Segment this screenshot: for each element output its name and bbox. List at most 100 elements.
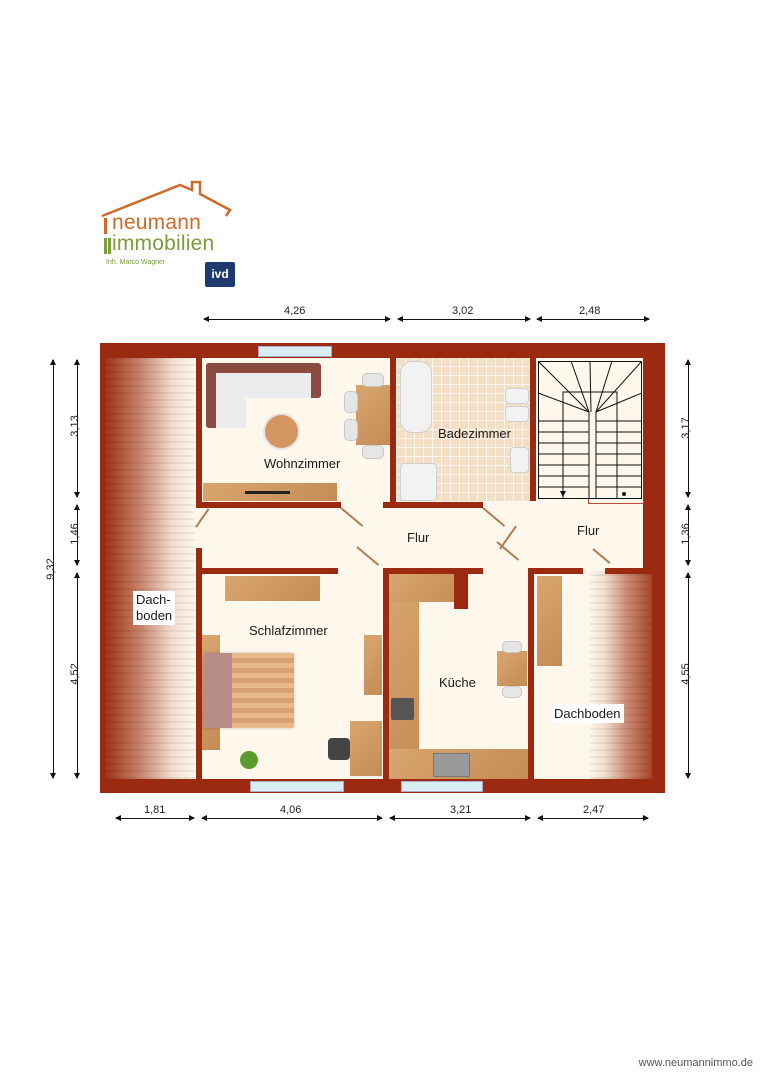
dimension-left-2: 1,46 — [69, 523, 81, 545]
room-label-line: boden — [136, 608, 173, 623]
dimension-line — [397, 316, 531, 322]
office-chair — [328, 738, 350, 760]
dimension-line — [203, 316, 391, 322]
roof-slope-left — [100, 343, 195, 793]
dimension-right-3: 4,55 — [680, 663, 692, 685]
door-dachboden-right[interactable] — [592, 548, 611, 564]
dimension-line — [74, 504, 80, 566]
chair — [502, 686, 522, 698]
wall-schlafzimmer-left — [196, 548, 202, 783]
dimension-bottom-2: 4,06 — [280, 804, 302, 816]
stove — [391, 698, 414, 720]
dimension-right-2: 1,36 — [680, 523, 692, 545]
wall-bad-stair — [530, 353, 536, 501]
shower — [400, 463, 437, 501]
window-kueche — [401, 781, 483, 792]
wall-flur-dachboden — [528, 568, 583, 574]
chair — [344, 419, 358, 441]
logo-owner: Inh. Marco Wagner — [106, 259, 166, 266]
kitchen-counter-left — [389, 574, 419, 779]
staircase — [537, 360, 643, 500]
cabinet — [537, 576, 562, 666]
window-wohnzimmer — [258, 346, 332, 357]
wall-bad-flur — [383, 502, 483, 508]
bathtub — [400, 361, 432, 433]
wall-schlaf-kueche — [383, 571, 389, 781]
dimension-left-3: 4,52 — [69, 663, 81, 685]
toilet — [505, 406, 529, 422]
coffee-table — [263, 413, 300, 450]
tv — [245, 491, 290, 494]
room-label-line: Dach- — [136, 592, 171, 607]
chair — [362, 445, 384, 459]
plant — [240, 751, 258, 769]
dimension-line — [537, 815, 649, 821]
sofa-chaise — [216, 373, 246, 428]
dimension-line — [201, 815, 383, 821]
dimension-line — [685, 359, 691, 498]
logo-bar — [104, 218, 107, 234]
wardrobe — [225, 576, 320, 601]
logo-bar — [108, 238, 111, 254]
wall-bottom — [100, 779, 665, 793]
dimension-bottom-1: 1,81 — [144, 804, 166, 816]
chair — [344, 391, 358, 413]
room-label-wohnzimmer: Wohnzimmer — [264, 456, 341, 471]
dimension-right-1: 3,17 — [680, 417, 692, 439]
door-badezimmer[interactable] — [482, 507, 506, 527]
logo-word-immobilien: immobilien — [112, 232, 215, 255]
dimension-line — [50, 359, 56, 779]
wall-wohnzimmer-left — [196, 353, 202, 503]
wall-flur-kueche — [383, 568, 483, 574]
room-label-flur-right: Flur — [577, 523, 600, 538]
room-label-dachboden-left: Dach- boden — [133, 591, 176, 625]
wall-top — [100, 343, 665, 358]
company-logo: neumann immobilien Inh. Marco Wagner ivd — [100, 180, 260, 290]
kitchen-table — [497, 651, 527, 686]
wall-right — [652, 343, 665, 793]
door-kueche[interactable] — [496, 541, 520, 561]
desk — [350, 721, 382, 776]
chair — [502, 641, 522, 653]
dimension-top-3: 2,48 — [579, 305, 601, 317]
door-dachboden-left[interactable] — [195, 508, 210, 528]
dimension-line — [685, 572, 691, 779]
dimension-bottom-3: 3,21 — [450, 804, 472, 816]
ivd-badge: ivd — [205, 262, 235, 287]
dimension-line — [685, 504, 691, 566]
dimension-line — [115, 815, 195, 821]
website-url[interactable]: www.neumannimmo.de — [638, 1057, 753, 1069]
wall-flur-dachboden-r — [605, 568, 655, 574]
dimension-top-2: 3,02 — [452, 305, 474, 317]
stairs-icon — [537, 360, 643, 500]
dimension-line — [74, 359, 80, 498]
room-label-kueche: Küche — [439, 675, 476, 690]
wall-stair-right — [643, 353, 652, 573]
door-schlafzimmer[interactable] — [356, 546, 380, 566]
dimension-left-total: 9,32 — [45, 558, 57, 580]
kitchen-sink — [433, 753, 470, 777]
dimension-left-1: 3,13 — [69, 415, 81, 437]
bed-pillows — [204, 653, 232, 728]
bookshelf — [364, 635, 382, 695]
logo-word-neumann: neumann — [112, 211, 201, 234]
dimension-line — [74, 572, 80, 779]
wall-wohn-bad — [390, 353, 396, 503]
dining-table — [356, 385, 390, 445]
door-wohnzimmer[interactable] — [340, 507, 364, 527]
wall-wohn-flur — [196, 502, 341, 508]
room-label-schlafzimmer: Schlafzimmer — [249, 623, 328, 638]
dimension-line — [389, 815, 531, 821]
room-label-flur-center: Flur — [407, 530, 430, 545]
stair-railing — [588, 499, 644, 504]
kitchen-counter-top — [389, 574, 464, 602]
room-label-dachboden-right: Dachboden — [551, 704, 624, 723]
chimney — [454, 571, 468, 609]
washbasin — [510, 447, 529, 473]
house-roof-icon — [101, 180, 232, 218]
chair — [362, 373, 384, 387]
wall-kueche-dachboden — [528, 573, 534, 781]
dimension-line — [536, 316, 650, 322]
logo-bar — [104, 238, 107, 254]
window-schlafzimmer — [250, 781, 344, 792]
